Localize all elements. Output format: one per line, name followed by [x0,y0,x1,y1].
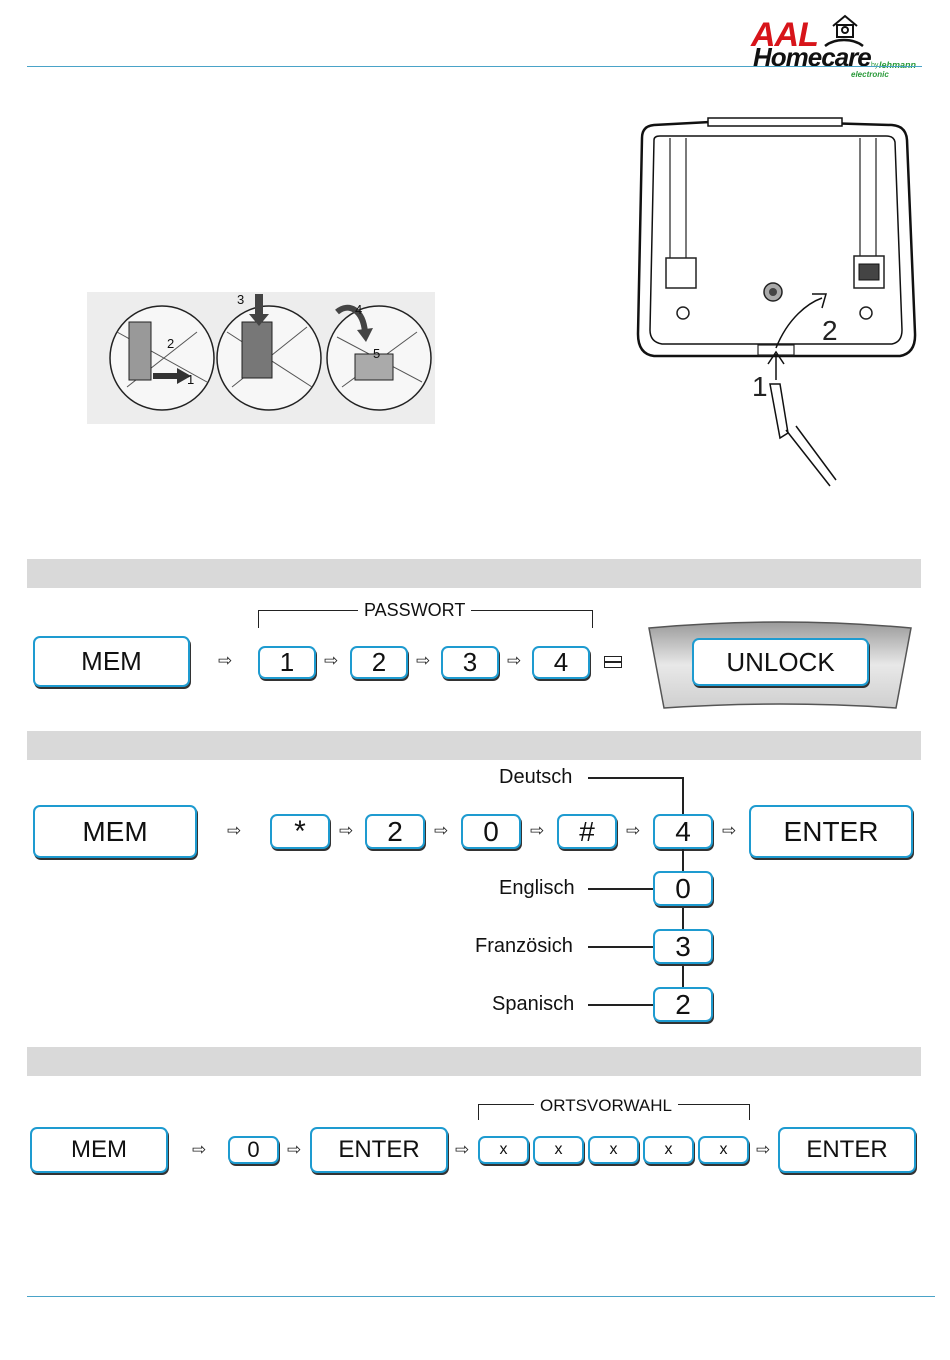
arrow-right-icon: ⇨ [722,823,736,840]
arrow-right-icon: ⇨ [756,1142,770,1159]
arrow-right-icon: ⇨ [530,823,544,840]
header-rule [27,66,922,67]
star-key[interactable]: * [270,814,330,849]
connector-englisch [588,888,654,890]
connector-spanisch [588,1004,654,1006]
arrow-right-icon: ⇨ [339,823,353,840]
sim-step-3: 3 [237,292,244,307]
device-step-1: 1 [752,371,768,402]
arrow-right-icon: ⇨ [324,653,338,670]
device-back-figure: 1 2 [630,108,920,493]
section-band-2 [27,731,921,760]
digit-key-1[interactable]: 1 [258,646,316,679]
area-digit-key[interactable]: x [698,1136,749,1164]
device-step-2: 2 [822,315,838,346]
digit-key-4[interactable]: 4 [532,646,590,679]
label-englisch: Englisch [499,877,575,900]
label-franzoesich: Französich [475,935,573,958]
arrow-right-icon: ⇨ [227,823,241,840]
hash-key[interactable]: # [557,814,617,849]
digit-key-0[interactable]: 0 [228,1136,279,1164]
digit-key-0[interactable]: 0 [461,814,521,849]
options-connector [682,777,684,814]
equals-icon [604,655,622,667]
section-band-1 [27,559,921,588]
area-digit-key[interactable]: x [588,1136,639,1164]
sim-step-1: 1 [187,372,194,387]
sim-step-4: 4 [355,302,362,317]
label-deutsch: Deutsch [499,766,572,789]
option-key-englisch[interactable]: 0 [653,871,713,906]
digit-key-2[interactable]: 2 [350,646,408,679]
arrow-right-icon: ⇨ [192,1142,206,1159]
brand-logo: AAL Homecare by lehmann electronic [745,8,905,80]
label-spanisch: Spanisch [492,993,574,1016]
enter-key[interactable]: ENTER [310,1127,448,1173]
mem-key[interactable]: MEM [33,636,190,687]
enter-key[interactable]: ENTER [749,805,913,858]
arrow-right-icon: ⇨ [416,653,430,670]
arrow-right-icon: ⇨ [507,653,521,670]
unlock-display: UNLOCK [692,638,869,686]
option-key-franzoesich[interactable]: 3 [653,929,713,964]
arrow-right-icon: ⇨ [455,1142,469,1159]
section-band-3 [27,1047,921,1076]
area-digit-key[interactable]: x [643,1136,694,1164]
logo-secondary: Homecare [753,42,871,73]
logo-maker: lehmann [879,60,916,70]
arrow-right-icon: ⇨ [434,823,448,840]
mem-key[interactable]: MEM [33,805,197,858]
logo-maker-line2: electronic [851,70,889,79]
digit-key-3[interactable]: 3 [441,646,499,679]
digit-key-2[interactable]: 2 [365,814,425,849]
sim-insertion-figure: 1 2 3 4 5 [87,292,435,424]
options-connector [682,849,684,989]
arrow-right-icon: ⇨ [218,653,232,670]
connector-deutsch [588,777,683,779]
arrow-right-icon: ⇨ [626,823,640,840]
mem-key[interactable]: MEM [30,1127,168,1173]
digit-key-4[interactable]: 4 [653,814,713,849]
connector-franzoesich [588,946,654,948]
option-key-spanisch[interactable]: 2 [653,987,713,1022]
ortsvorwahl-caption: ORTSVORWAHL [534,1096,678,1116]
footer-rule [27,1296,935,1297]
enter-key[interactable]: ENTER [778,1127,916,1173]
sim-step-2: 2 [167,336,174,351]
sim-step-5: 5 [373,346,380,361]
passwort-caption: PASSWORT [358,600,471,621]
arrow-right-icon: ⇨ [287,1142,301,1159]
area-digit-key[interactable]: x [533,1136,584,1164]
area-digit-key[interactable]: x [478,1136,529,1164]
